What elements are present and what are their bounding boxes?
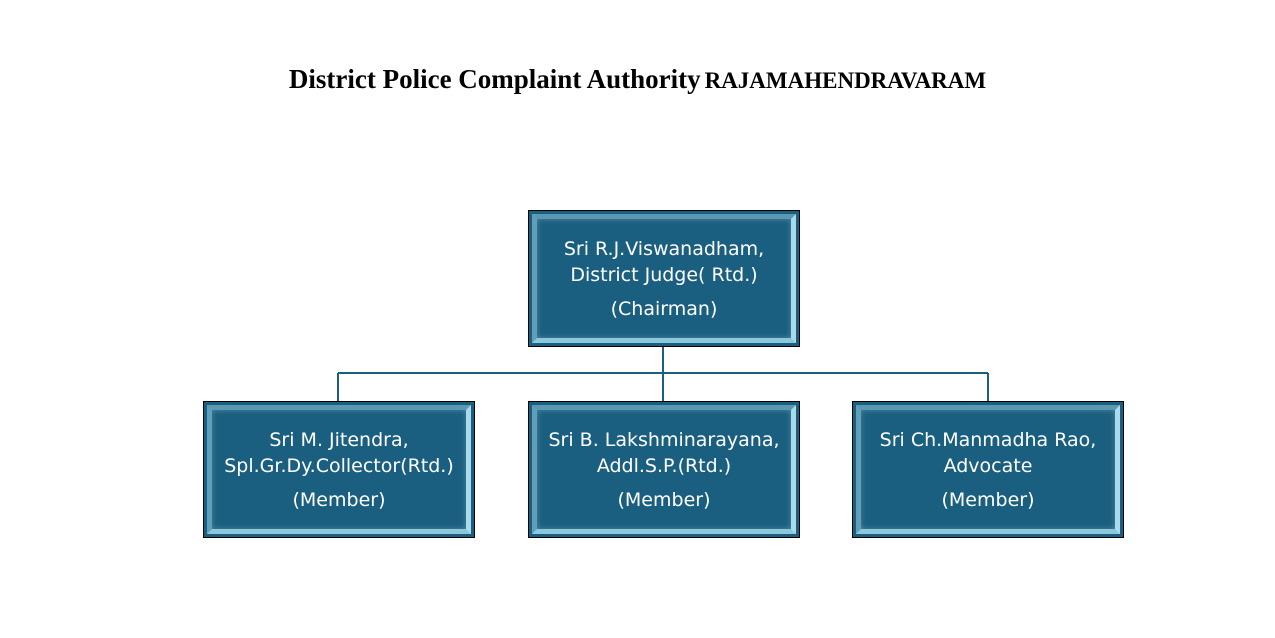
chairman-box: Sri R.J.Viswanadham, District Judge( Rtd… xyxy=(528,210,800,347)
member-role: (Member) xyxy=(617,488,711,511)
member-role: (Member) xyxy=(941,488,1035,511)
member-name: Sri Ch.Manmadha Rao, xyxy=(879,428,1097,451)
member-content-3: Sri Ch.Manmadha Rao, Advocate (Member) xyxy=(863,402,1113,537)
member-designation: Addl.S.P.(Rtd.) xyxy=(596,454,732,477)
chairman-role: (Chairman) xyxy=(610,297,718,320)
page-title: District Police Complaint Authority RAJA… xyxy=(0,64,1275,95)
member-box-3: Sri Ch.Manmadha Rao, Advocate (Member) xyxy=(852,401,1124,538)
chairman-name: Sri R.J.Viswanadham, xyxy=(563,237,765,260)
member-role: (Member) xyxy=(292,488,386,511)
chairman-content: Sri R.J.Viswanadham, District Judge( Rtd… xyxy=(539,211,789,346)
member-box-2: Sri B. Lakshminarayana, Addl.S.P.(Rtd.) … xyxy=(528,401,800,538)
member-designation: Spl.Gr.Dy.Collector(Rtd.) xyxy=(224,454,454,477)
title-city: RAJAMAHENDRAVARAM xyxy=(704,68,987,93)
member-designation: Advocate xyxy=(943,454,1033,477)
chairman-designation: District Judge( Rtd.) xyxy=(570,263,758,286)
member-name: Sri B. Lakshminarayana, xyxy=(548,428,780,451)
member-content-1: Sri M. Jitendra, Spl.Gr.Dy.Collector(Rtd… xyxy=(214,402,464,537)
member-box-1: Sri M. Jitendra, Spl.Gr.Dy.Collector(Rtd… xyxy=(203,401,475,538)
title-main: District Police Complaint Authority xyxy=(288,64,701,94)
member-name: Sri M. Jitendra, xyxy=(269,428,409,451)
member-content-2: Sri B. Lakshminarayana, Addl.S.P.(Rtd.) … xyxy=(539,402,789,537)
